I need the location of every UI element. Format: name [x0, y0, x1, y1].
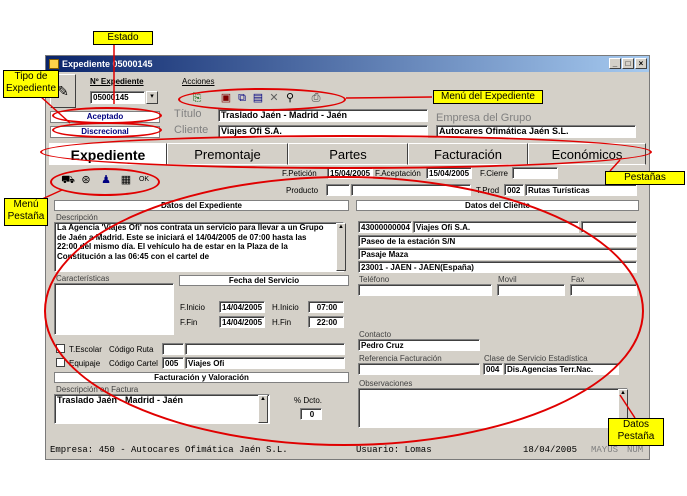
status-bar: Empresa: 450 - Autocares Ofimática Jaén …	[46, 441, 649, 459]
menu-expediente-highlight	[178, 88, 346, 111]
chevron-down-icon[interactable]: ▾	[146, 91, 158, 104]
tipo-highlight	[52, 122, 162, 138]
window-title: Expediente 05000145	[62, 59, 153, 69]
status-mayus: MAYÚS	[591, 445, 619, 455]
pestanas-highlight	[40, 135, 652, 169]
maximize-button[interactable]: □	[622, 58, 634, 69]
acciones-label: Acciones	[182, 77, 215, 86]
faceptacion-label: F.Aceptación	[375, 169, 421, 178]
annotation-menu-expediente: Menú del Expediente	[433, 90, 543, 104]
titulo-label: Título	[174, 108, 202, 120]
minimize-button[interactable]: _	[609, 58, 621, 69]
descripcion-label: Descripción	[56, 213, 98, 222]
fcierre-field[interactable]	[512, 167, 558, 179]
num-expediente-label: Nº Expediente	[90, 77, 144, 86]
annotation-pestanas: Pestañas	[605, 171, 685, 185]
equipaje-checkbox[interactable]	[56, 358, 65, 367]
num-expediente-field[interactable]: 05000145	[90, 91, 145, 104]
annotation-datos-pestana: Datos Pestaña	[608, 418, 664, 446]
close-button[interactable]: ×	[635, 58, 647, 69]
app-icon	[49, 59, 59, 69]
menu-pestana-highlight	[50, 168, 160, 196]
empresa-field[interactable]: Autocares Ofimática Jaén S.L.	[436, 125, 636, 138]
datos-pestana-highlight	[44, 176, 644, 446]
cliente-extra-field[interactable]	[581, 221, 637, 233]
status-fecha: 18/04/2005	[523, 445, 578, 455]
empresa-label: Empresa del Grupo	[436, 112, 532, 124]
desc-factura-label: Descripción en Factura	[56, 385, 139, 394]
tprod-field[interactable]: Rutas Turísticas	[525, 184, 637, 196]
fpeticion-label: F.Petición	[282, 169, 317, 178]
status-empresa: Empresa: 450 - Autocares Ofimática Jaén …	[50, 445, 288, 455]
annotation-tipo-expediente: Tipo de Expediente	[3, 70, 59, 98]
cliente-label: Cliente	[174, 124, 209, 136]
tprod-label: T.Prod	[476, 186, 500, 195]
tprod-code-field[interactable]: 002	[504, 184, 524, 196]
titulo-field[interactable]: Traslado Jaén - Madrid - Jaén	[218, 109, 428, 122]
title-bar: Expediente 05000145 _ □ ×	[46, 56, 649, 72]
fcierre-label: F.Cierre	[480, 169, 509, 178]
annotation-menu-pestana: Menú Pestaña	[4, 198, 48, 226]
status-num: NUM	[627, 445, 644, 455]
annotation-estado: Estado	[93, 31, 153, 45]
status-usuario: Usuario: Lomas	[356, 445, 432, 455]
